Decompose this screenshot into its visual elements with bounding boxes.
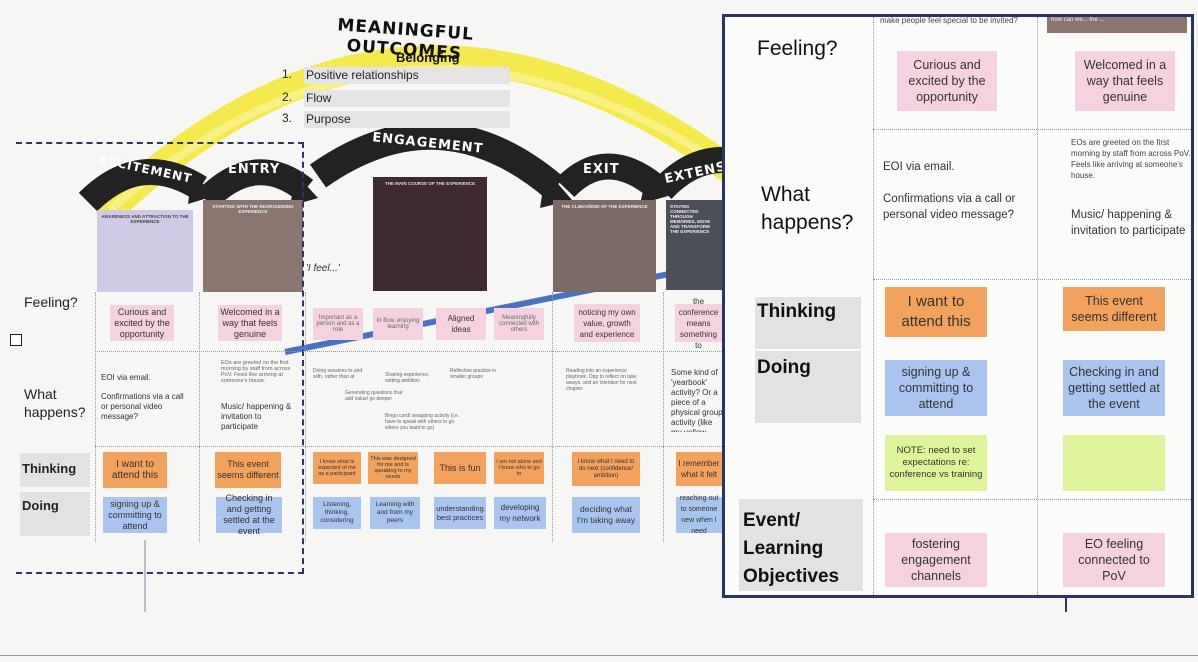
outcome-label: Positive relationships [304, 67, 510, 84]
happens-text: Reflective practice in smaller groups [450, 368, 497, 380]
thinking-sticky: I am not alone and I know who to go to [494, 452, 544, 484]
excitement-card: AWARENESS AND ATTRACTION TO THE EXPERIEN… [97, 210, 193, 292]
zoom-thinking-label: Thinking [757, 301, 837, 322]
happens-text: EOs are greeted on the first morning by … [221, 360, 291, 384]
zoom-empty-sticky [1063, 435, 1165, 491]
zoom-objectives-label: Event/ Learning Objectives [743, 510, 840, 587]
phase-exit: EXIT [583, 162, 620, 177]
zoom-happens-text: Confirmations via a call or personal vid… [883, 193, 1016, 221]
zoom-feeling-sticky: Curious and excited by the opportunity [897, 51, 997, 111]
feeling-sticky: Welcomed in a way that feels genuine [218, 305, 282, 341]
entry-card: STARTING WITH THE REGROUNDING EXPERIENCE [203, 200, 303, 292]
feeling-sticky: Curious and excited by the opportunity [110, 305, 174, 341]
zoom-happens-text: EOs are greeted on the first morning by … [1071, 138, 1191, 180]
extension-arc [652, 147, 723, 200]
feeling-sticky: noticing my own value, growth and experi… [574, 304, 640, 342]
exit-arc [555, 153, 664, 198]
feeling-label: Feeling? [24, 294, 78, 310]
selection-checkbox[interactable] [10, 334, 22, 346]
outcome-label: Flow [304, 90, 510, 107]
extension-card: STAYING CONNECTED THROUGH MEMORIES, MOVE… [666, 200, 722, 290]
happens-text: Generating questions that add value/ go … [345, 390, 403, 402]
thinking-sticky: This event seems different [215, 452, 281, 488]
engagement-card: THE MAIN COURSE OF THE EXPERIENCE [373, 177, 487, 291]
happens-text: Confirmations via a call or personal vid… [101, 392, 184, 421]
doing-sticky: Checking in and getting settled at the e… [216, 493, 282, 536]
happens-text: Music/ happening & invitation to partici… [221, 402, 292, 431]
thinking-label: Thinking [22, 461, 77, 476]
zoom-top-cut-left: make people feel special to be invited? [880, 16, 1018, 25]
zoom-happens-text: EOI via email. [883, 161, 955, 173]
outcomes-subtitle: Belonging [396, 50, 460, 65]
zoom-doing-label: Doing [757, 357, 811, 378]
feeling-sticky: Aligned ideas [436, 308, 486, 340]
zoom-panel: make people feel special to be invited? … [722, 14, 1194, 598]
feeling-sticky: Meaningfully connected with others [494, 308, 544, 340]
excitement-arc [78, 158, 207, 212]
happens-text: Some kind of 'yearbook' activity? Or a p… [671, 368, 723, 432]
doing-sticky: Learning with and from my peers [370, 497, 420, 529]
thinking-sticky: I know what is expected of me as a parti… [313, 452, 361, 484]
zoom-what-happens-label: What happens? [761, 183, 854, 234]
i-feel-label: 'I feel...' [306, 263, 340, 274]
exit-card: THE CLIMAX/END OF THE EXPERIENCE [553, 200, 656, 292]
doing-sticky: deciding what I'm taking away [572, 497, 640, 533]
happens-text: Reading into an experience playbook. Opp… [566, 368, 637, 392]
happens-text: EOI via email. [101, 373, 151, 382]
doing-label: Doing [22, 498, 59, 513]
happens-text: Doing sessions to and with, rather than … [313, 368, 363, 380]
bottom-divider [0, 655, 1198, 656]
zoom-objective-sticky: fostering engagement channels [885, 533, 987, 587]
feeling-sticky: the conference means something to [675, 297, 722, 350]
zoom-thinking-sticky: This event seems different [1063, 287, 1165, 331]
zoom-feeling-sticky: Welcomed in a way that feels genuine [1075, 51, 1175, 111]
happens-text: Bingo card/ swapping activity (i.e. have… [385, 413, 460, 431]
doing-sticky: reaching out to someone new when I need [676, 495, 722, 535]
zoom-objective-sticky: EO feeling connected to PoV [1063, 533, 1165, 587]
focus-frame [16, 142, 304, 574]
doing-sticky: developing my network [494, 497, 546, 529]
zoom-doing-sticky: Checking in and getting settled at the e… [1063, 360, 1165, 416]
zoom-thinking-sticky: I want to attend this [885, 287, 987, 337]
thinking-sticky: I know what I need to do next (confidenc… [572, 452, 640, 486]
doing-sticky: understanding best practices [434, 497, 486, 529]
outcome-item: 3. Purpose [282, 111, 510, 128]
feeling-sticky: In flow, enjoying learning [373, 308, 423, 340]
thinking-sticky: This was designed for me and is speaking… [368, 452, 418, 484]
thinking-sticky: I remember what it felt [676, 452, 722, 486]
outcomes-arc [96, 45, 744, 224]
phase-entry: ENTRY [228, 162, 281, 177]
thinking-sticky: This is fun [434, 452, 486, 484]
happens-text: Sharing experience, setting ambition [385, 372, 430, 384]
zoom-top-cut-card: how can we... the ... [1047, 17, 1187, 33]
outcome-item: 1. Positive relationships [282, 67, 510, 84]
what-happens-label: What happens? [24, 386, 86, 420]
zoom-note-sticky: NOTE: need to set expectations re: confe… [885, 435, 987, 491]
zoom-doing-sticky: signing up & committing to attend [885, 360, 987, 416]
zoom-feeling-label: Feeling? [757, 37, 838, 60]
outcome-label: Purpose [304, 111, 510, 128]
thinking-sticky: I want to attend this [103, 452, 167, 488]
entry-arc [196, 159, 314, 210]
outcome-item: 2. Flow [282, 90, 510, 107]
doing-sticky: signing up & committing to attend [103, 497, 167, 533]
feeling-sticky: Important as a person and as a role [313, 308, 363, 340]
engagement-arc [309, 121, 565, 199]
doing-sticky: Listening, thinking, considering [313, 497, 361, 529]
zoom-happens-text: Music/ happening & invitation to partici… [1071, 209, 1186, 237]
